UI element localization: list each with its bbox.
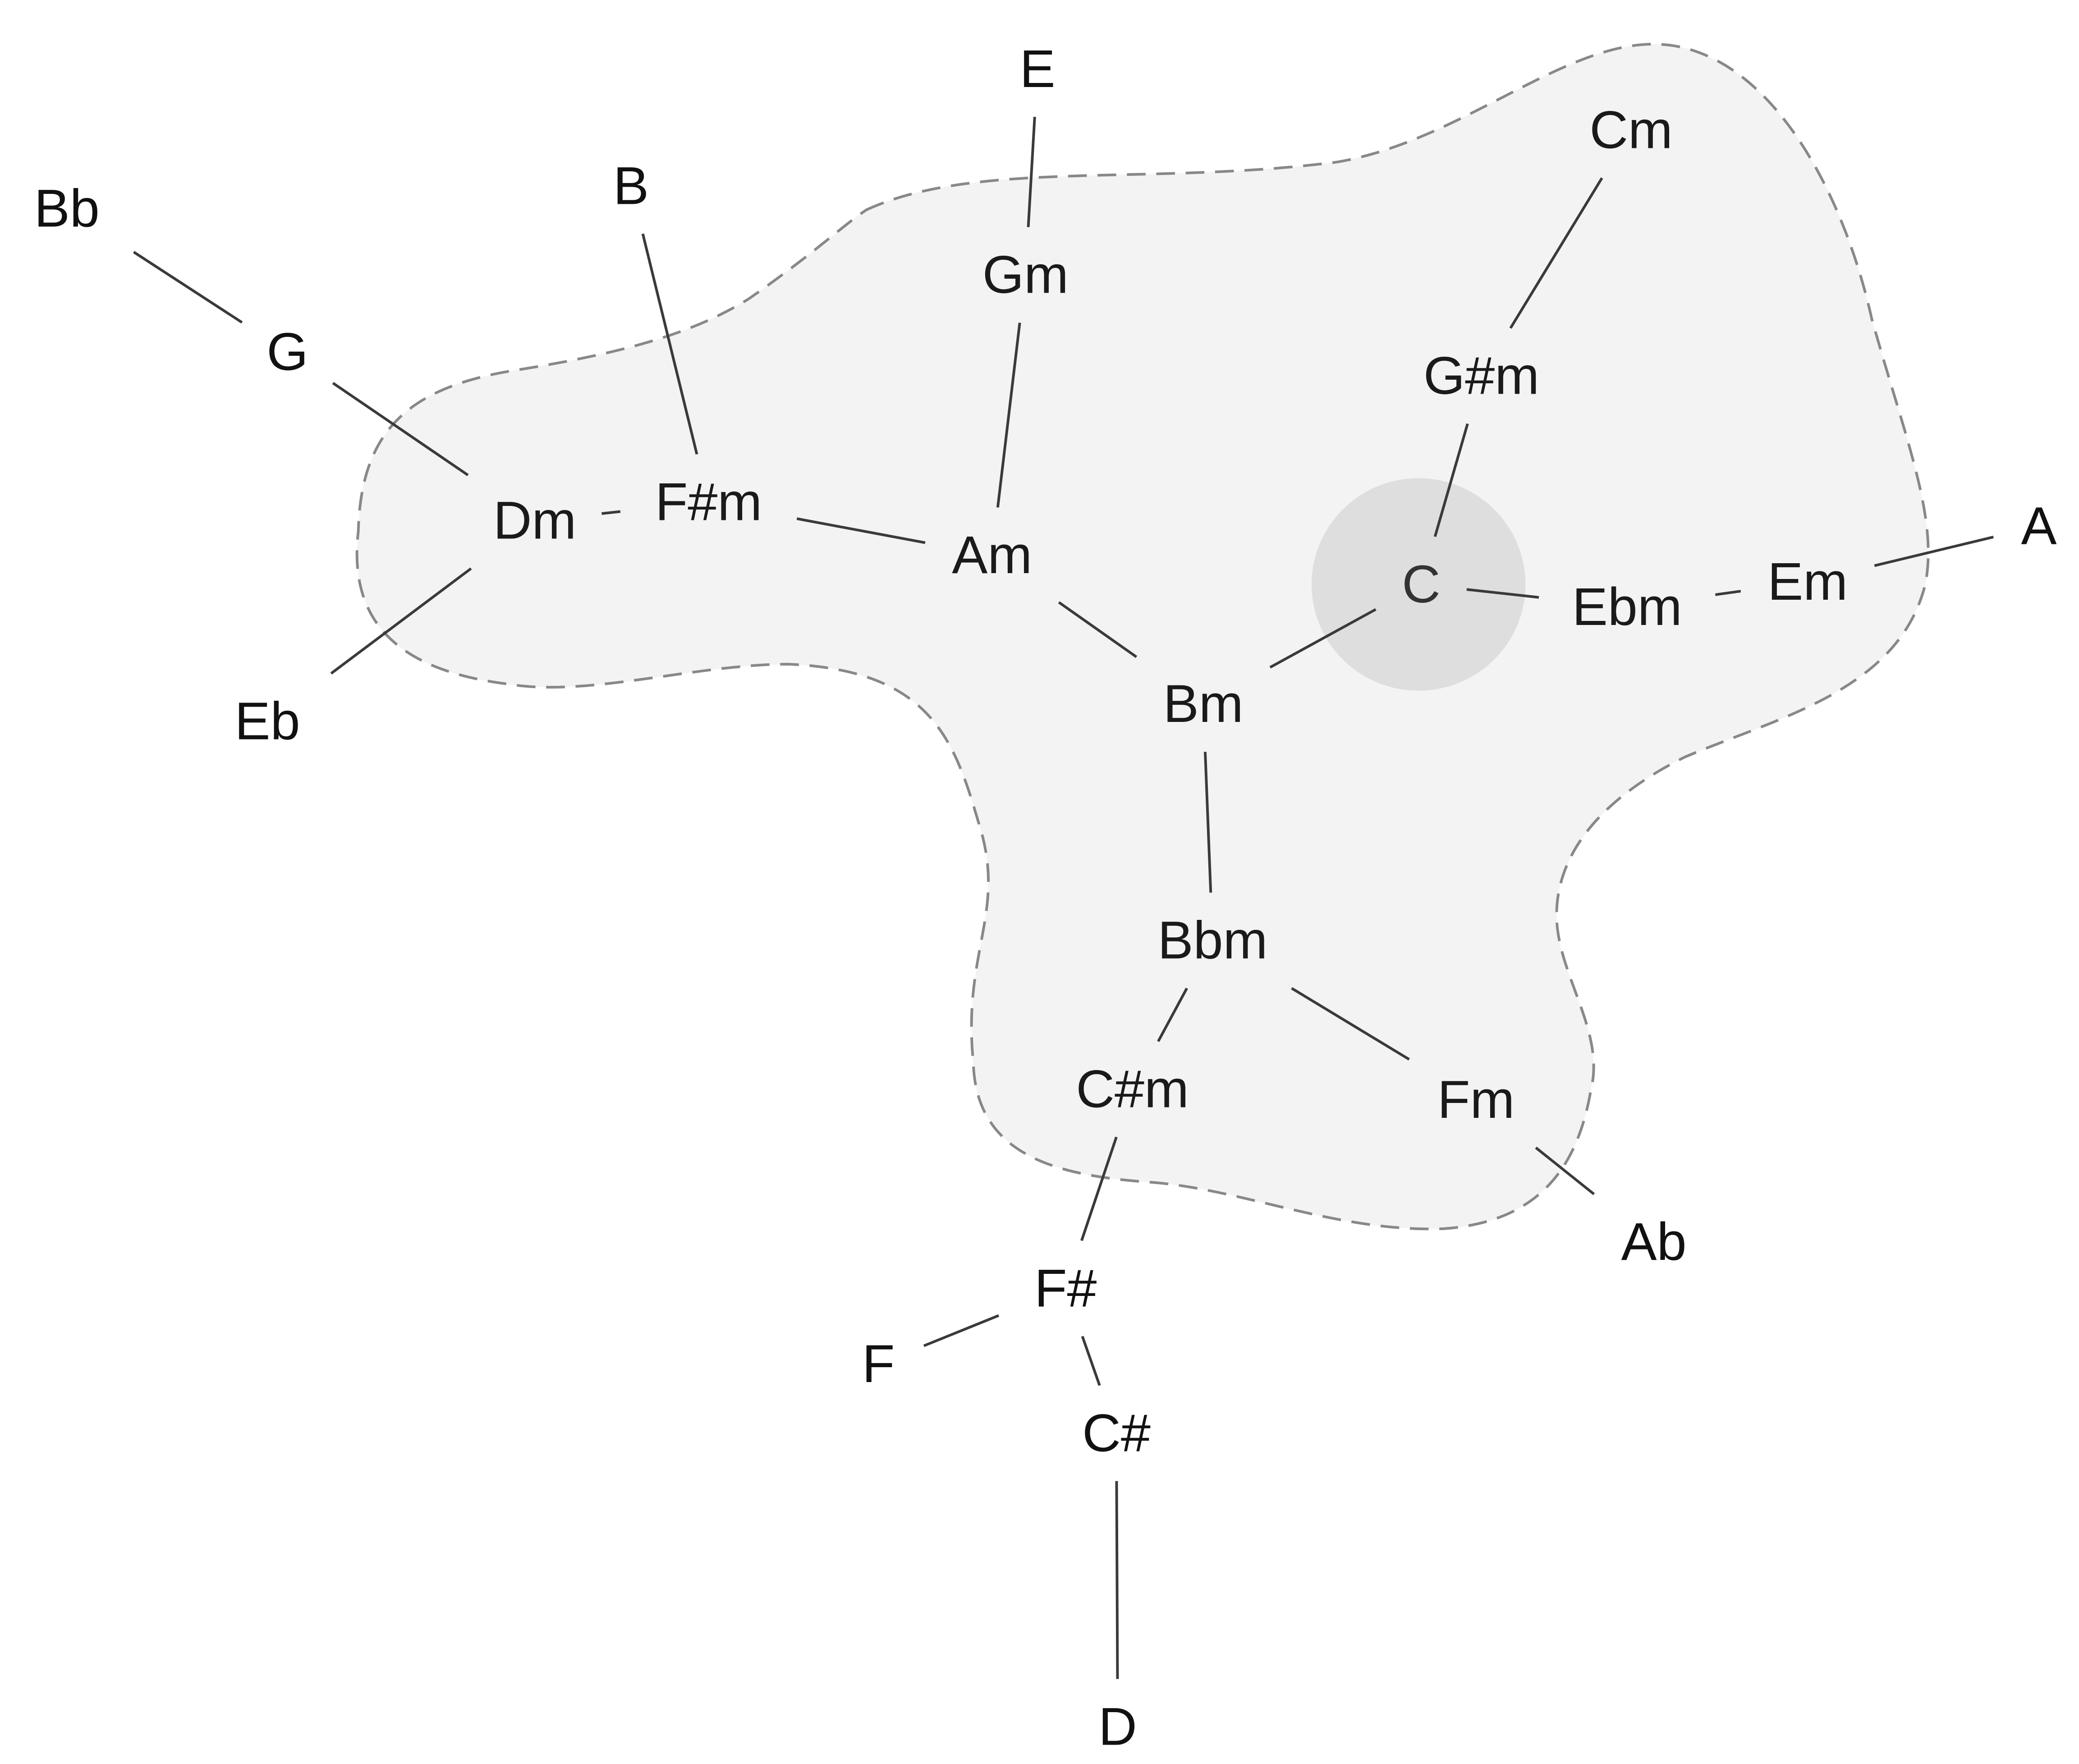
node-b: B [613,156,649,216]
edge-e-gm [1027,117,1036,227]
node-a: A [2021,496,2056,556]
edge-gsharpm-c [1433,423,1469,537]
node-ab: Ab [1621,1213,1687,1272]
edge-csharpm-fsharp [1080,1136,1118,1241]
edge-bm-bbm [1203,752,1212,893]
edge-bb-g [133,251,243,324]
node-bm: Bm [1163,674,1244,734]
node-fsharpm: F#m [655,473,762,532]
node-em: Em [1767,552,1848,611]
node-e: E [1019,39,1055,99]
edge-fsharpm-am [796,517,926,544]
node-g: G [266,322,308,382]
node-eb: Eb [235,692,300,751]
region-blob [355,43,1930,1231]
edge-ebm-em [1715,590,1741,596]
edge-g-dm [332,381,469,477]
edge-b-fsharpm [641,233,698,455]
node-gsharpm: G#m [1423,346,1539,406]
node-fsharp: F# [1034,1259,1097,1318]
node-gm: Gm [982,245,1069,305]
node-cm: Cm [1589,101,1672,160]
node-ebm: Ebm [1572,577,1682,637]
node-csharpm: C#m [1076,1060,1189,1119]
node-d: D [1098,1697,1137,1757]
edge-fsharp-csharp [1081,1336,1101,1386]
edge-em-a [1874,535,1994,567]
edge-cm-gsharpm [1509,177,1603,329]
node-c: C [1402,555,1441,614]
edge-am-bm [1058,601,1138,658]
edge-fsharp-f [923,1314,1000,1347]
edge-bm-c [1269,608,1377,669]
edges-group [133,117,1994,1679]
edge-gm-am [996,322,1021,508]
node-csharp: C# [1082,1404,1151,1463]
edge-dm-eb [330,567,472,675]
edge-dm-fsharpm [601,510,621,515]
focus-highlight-circle [1311,478,1526,691]
node-fm: Fm [1437,1070,1515,1130]
edge-fm-ab [1535,1146,1595,1195]
edge-bbm-fm [1291,987,1410,1061]
edge-bbm-csharpm [1157,988,1188,1042]
node-dm: Dm [493,491,576,551]
node-bbm: Bbm [1158,911,1268,970]
node-bb: Bb [34,179,100,239]
edge-c-ebm [1466,588,1539,599]
edge-csharp-d [1115,1481,1119,1679]
node-am: Am [952,526,1032,585]
node-f: F [862,1335,895,1394]
